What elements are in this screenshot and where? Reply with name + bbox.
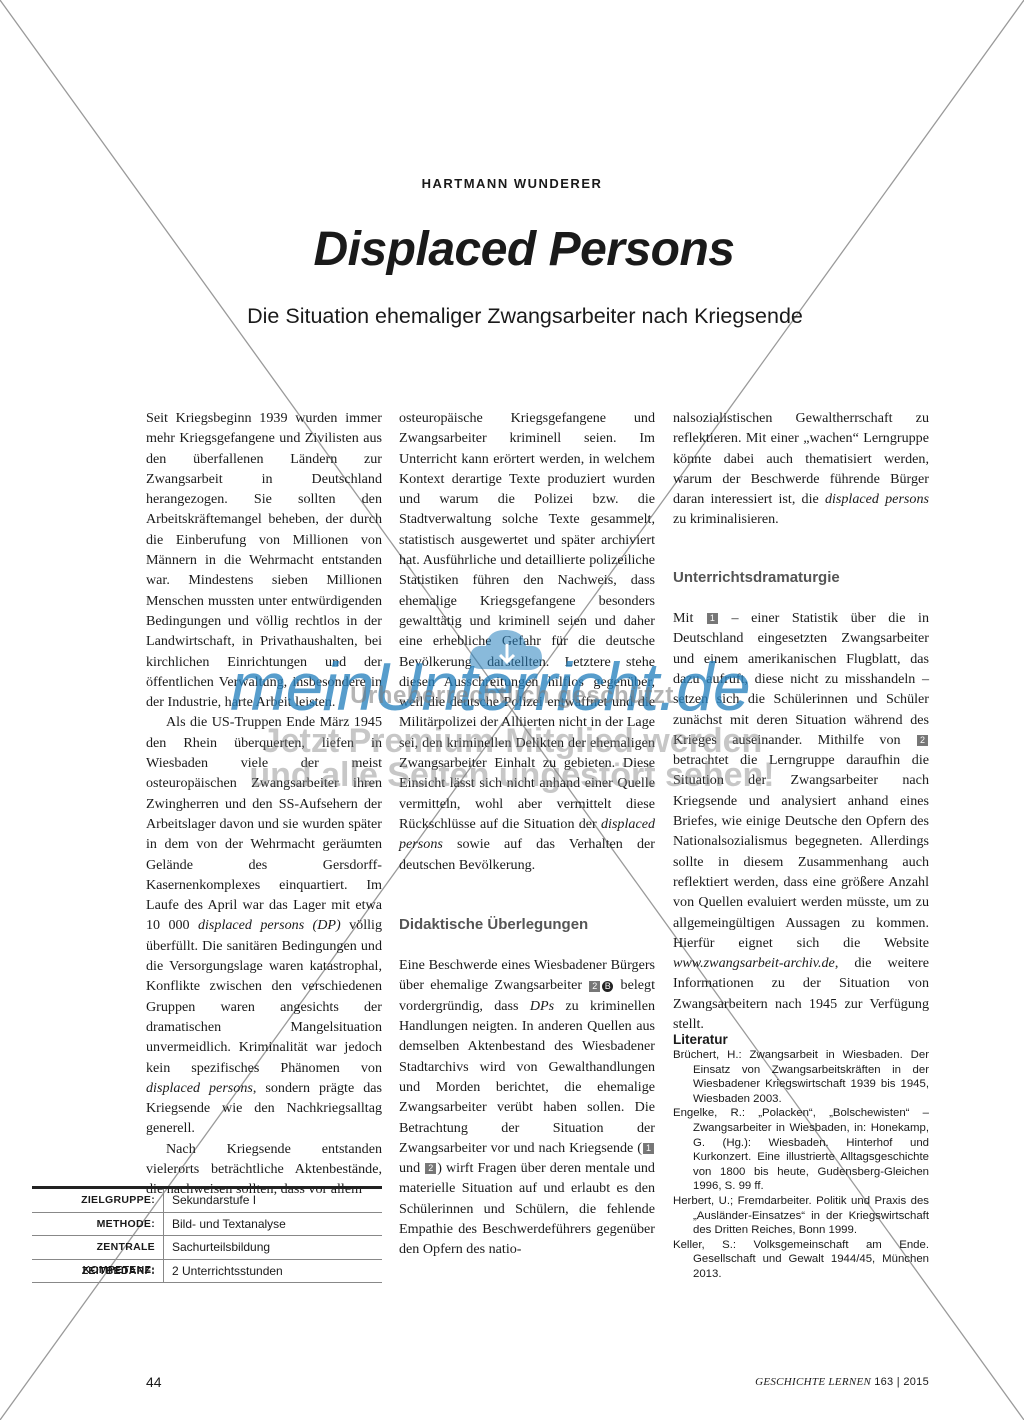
literature-entry: Herbert, U.; Fremdarbeiter. Politik und … xyxy=(673,1194,929,1237)
info-label: ZENTRALE KOMPETENZ: xyxy=(32,1236,164,1276)
paragraph: nalsozialistischen Gewaltherrschaft zu r… xyxy=(673,410,929,528)
author-name: HARTMANN WUNDERER xyxy=(421,176,603,191)
magazine-footer: GESCHICHTE LERNEN 163 | 2015 xyxy=(755,1376,929,1388)
info-value: 2 Unterrichtsstunden xyxy=(172,1263,283,1278)
info-value: Bild- und Textanalyse xyxy=(172,1216,286,1231)
text-column-3: nalsozialistischen Gewaltherrschaft zu r… xyxy=(673,408,929,1034)
info-label: ZEITBEDARF: xyxy=(32,1259,164,1282)
literature-heading: Literatur xyxy=(673,1032,728,1047)
material-marker-icon: 1 xyxy=(706,613,718,625)
article-title: Displaced Persons xyxy=(313,223,735,276)
info-row: ZIELGRUPPE: Sekundarstufe I xyxy=(32,1189,382,1213)
info-value: Sachurteilsbildung xyxy=(172,1240,271,1255)
literature-list: Brüchert, H.: Zwangsarbeit in Wiesbaden.… xyxy=(673,1048,929,1282)
section-heading-didaktik: Didaktische Überlegungen xyxy=(399,915,589,933)
text-column-1: Seit Kriegsbeginn 1939 wurden immer mehr… xyxy=(146,408,382,1200)
material-marker-icon: 2 xyxy=(425,1163,437,1175)
section-heading-dramaturgie: Unterrichtsdramaturgie xyxy=(673,568,840,586)
literature-entry: Brüchert, H.: Zwangsarbeit in Wiesbaden.… xyxy=(673,1049,929,1105)
article-subtitle: Die Situation ehemaliger Zwangsarbeiter … xyxy=(247,304,803,328)
info-value: Sekundarstufe I xyxy=(172,1193,257,1208)
lesson-info-box: ZIELGRUPPE: Sekundarstufe I METHODE: Bil… xyxy=(32,1186,382,1283)
paragraph: Mit 1 – einer Statistik über die in Deut… xyxy=(673,610,929,1033)
paragraph: Seit Kriegsbeginn 1939 wurden immer mehr… xyxy=(146,410,382,711)
paragraph: osteuropäische Kriegsgefangene und Zwang… xyxy=(399,410,655,873)
issue-number: 163 | 2015 xyxy=(874,1376,929,1388)
paragraph: Eine Beschwerde eines Wiesbadener Bürger… xyxy=(399,957,655,1258)
magazine-name: GESCHICHTE LERNEN xyxy=(755,1376,872,1388)
material-marker-icon: 1 xyxy=(643,1143,654,1155)
info-label: ZIELGRUPPE: xyxy=(32,1189,164,1212)
info-row: ZEITBEDARF: 2 Unterrichtsstunden xyxy=(32,1259,382,1283)
text-column-2: osteuropäische Kriegsgefangene und Zwang… xyxy=(399,408,655,1260)
material-marker-icon: 2 xyxy=(589,980,601,992)
info-row: ZENTRALE KOMPETENZ: Sachurteilsbildung xyxy=(32,1236,382,1276)
paragraph: Als die US-Truppen Ende März 1945 den Rh… xyxy=(146,714,383,1137)
website-link[interactable]: www.zwangsarbeit-archiv.de xyxy=(673,955,835,972)
page-number: 44 xyxy=(146,1374,162,1390)
info-label: METHODE: xyxy=(32,1212,164,1235)
paragraph: Nach Kriegsende entstanden vielerorts be… xyxy=(146,1140,382,1198)
material-marker-icon: B xyxy=(602,980,614,992)
literature-entry: Engelke, R.: „Polacken“, „Bolschewisten“… xyxy=(673,1107,929,1193)
material-marker-icon: 2 xyxy=(917,735,928,747)
literature-entry: Keller, S.: Volksgemeinschaft am Ende. G… xyxy=(673,1238,929,1280)
info-row: METHODE: Bild- und Textanalyse xyxy=(32,1212,382,1236)
